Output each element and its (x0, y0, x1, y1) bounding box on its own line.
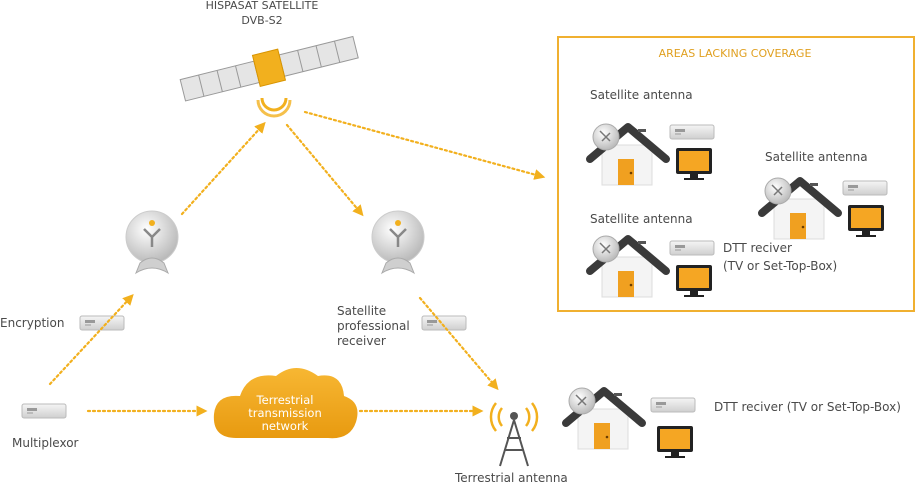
tv-icon (676, 148, 712, 180)
arrow-uplink-to-satellite (180, 121, 266, 216)
arrow-multiplexor-to-uplink (48, 293, 134, 386)
signal-arrows (48, 110, 546, 417)
cloud-label-line2: transmission (248, 406, 321, 420)
satellite-antenna-label-3: Satellite antenna (590, 212, 693, 226)
cloud-label-line3: network (262, 419, 309, 433)
dtt-receiver-label-line1: DTT reciver (723, 241, 792, 255)
uplink-dish-icon (124, 209, 180, 275)
satellite-title: HISPASAT SATELLITE (206, 0, 319, 12)
tv-icon (657, 426, 693, 458)
set-top-box-icon (669, 240, 715, 256)
set-top-box-icon (669, 124, 715, 140)
dtt-receiver-bottom-label: DTT reciver (TV or Set-Top-Box) (714, 400, 901, 414)
sat-receiver-box-icon (421, 315, 467, 331)
house-icon (566, 388, 642, 449)
satellite-subtitle: DVB-S2 (241, 14, 282, 27)
sat-receiver-label-line1: Satellite (337, 304, 386, 318)
encryption-label: Encryption (0, 316, 64, 330)
terrestrial-antenna-icon (489, 402, 539, 467)
dtt-receiver-label-line2: (TV or Set-Top-Box) (723, 259, 837, 273)
downlink-dish-icon (370, 209, 426, 275)
house-icon (762, 178, 838, 239)
tv-icon (676, 265, 712, 297)
tv-icon (848, 205, 884, 237)
arrow-satellite-to-downlink (285, 123, 364, 217)
sat-receiver-label-line3: receiver (337, 334, 386, 348)
sat-receiver-label-line2: professional (337, 319, 410, 333)
coverage-area-title: AREAS LACKING COVERAGE (659, 47, 812, 60)
multiplexor-label: Multiplexor (12, 436, 79, 450)
satellite-antenna-label-2: Satellite antenna (765, 150, 868, 164)
multiplexor-box-icon (21, 403, 67, 419)
satellite-antenna-label-1: Satellite antenna (590, 88, 693, 102)
arrow-satellite-to-coverage (303, 110, 546, 180)
set-top-box-icon (650, 397, 696, 413)
house-icon (590, 124, 666, 185)
satellite-icon (179, 35, 359, 118)
cloud-label-line1: Terrestrial (256, 393, 314, 407)
terrestrial-antenna-label: Terrestrial antenna (454, 471, 568, 485)
terrestrial-network-cloud-icon (213, 368, 358, 439)
house-icon (590, 236, 666, 297)
set-top-box-icon (842, 180, 888, 196)
arrow-receiver-to-terrestrial (418, 296, 499, 391)
coverage-area-frame (557, 36, 915, 312)
